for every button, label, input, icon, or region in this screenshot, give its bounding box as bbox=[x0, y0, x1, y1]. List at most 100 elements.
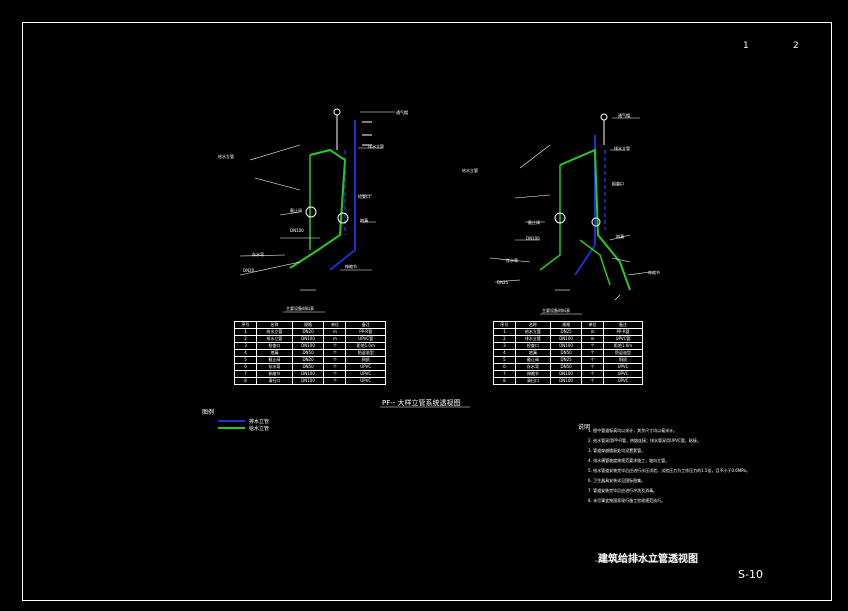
table-cell: 个 bbox=[323, 363, 347, 371]
right-riser-diagram: 通气帽 给水立管 排水立管 检查口 截止阀 地漏 存水弯 伸缩节 DN100 D… bbox=[462, 112, 660, 315]
table-cell: PP-R管 bbox=[345, 328, 386, 336]
column-header: 规格 bbox=[291, 321, 325, 329]
table-cell: DN100 bbox=[549, 342, 583, 350]
table-cell: DN100 bbox=[549, 377, 583, 385]
right-label-trap: 存水弯 bbox=[506, 257, 518, 263]
right-label-cleanout: 检查口 bbox=[612, 180, 624, 186]
note-4: 4. 排水横管坡度按规范要求施工，坡向立管。 bbox=[588, 458, 670, 463]
table-cell: 排水立管 bbox=[256, 335, 293, 343]
table-cell: 个 bbox=[581, 370, 605, 378]
table-cell: DN25 bbox=[549, 356, 583, 364]
table-cell: 检查口 bbox=[514, 342, 551, 350]
right-label-dn-supply: DN25 bbox=[497, 280, 509, 285]
table-cell: UPVC bbox=[603, 370, 643, 378]
table-cell: 1 bbox=[233, 328, 258, 336]
column-header: 序号 bbox=[233, 321, 258, 329]
table-cell: UPVC bbox=[603, 377, 643, 385]
table-cell: 6 bbox=[493, 363, 516, 371]
table-cell: 3 bbox=[493, 342, 516, 350]
table-cell: 2 bbox=[493, 335, 516, 343]
table-cell: DN50 bbox=[549, 363, 583, 371]
table-cell: m bbox=[323, 328, 347, 336]
table-cell: DN100 bbox=[549, 335, 583, 343]
table-cell: DN20 bbox=[291, 356, 325, 364]
table-cell: 4 bbox=[493, 349, 516, 357]
table-cell: 个 bbox=[323, 342, 347, 350]
left-label-expansion: 伸缩节 bbox=[345, 263, 357, 269]
table-cell: 排水立管 bbox=[514, 335, 551, 343]
left-label-cleanout: 检查口 bbox=[358, 193, 370, 199]
notes-title: 说明 bbox=[578, 424, 591, 431]
table-cell: 伸缩节 bbox=[256, 370, 293, 378]
right-label-valve: 截止阀 bbox=[528, 219, 540, 225]
table-cell: 8 bbox=[233, 377, 258, 385]
table-cell: UPVC bbox=[345, 363, 386, 371]
table-cell: 检查口 bbox=[256, 342, 293, 350]
right-label-supply: 给水立管 bbox=[462, 167, 478, 173]
table-cell: DN100 bbox=[291, 377, 325, 385]
table-cell: UPVC bbox=[603, 363, 643, 371]
table-cell: 铜质 bbox=[603, 356, 643, 364]
right-label-vent-cap: 通气帽 bbox=[618, 112, 630, 118]
drawing-title: 建筑给排水立管透视图 bbox=[598, 554, 698, 565]
note-7: 7. 管道安装完毕后应进行冲洗及消毒。 bbox=[588, 488, 658, 493]
note-3: 3. 管道穿越楼板处均设置套管。 bbox=[588, 448, 646, 453]
left-table-caption: 主要设备材料表 bbox=[286, 305, 314, 311]
table-cell: m bbox=[581, 328, 605, 336]
table-cell: 个 bbox=[581, 363, 605, 371]
table-cell: DN100 bbox=[549, 370, 583, 378]
right-table-caption: 主要设备材料表 bbox=[542, 307, 570, 313]
left-label-vent-cap: 通气帽 bbox=[396, 109, 408, 115]
left-label-dn-supply: DN20 bbox=[243, 268, 255, 273]
section-caption: PF-- 大样立管系统透视图 bbox=[382, 399, 461, 407]
table-cell: UPVC bbox=[345, 370, 386, 378]
column-header: 序号 bbox=[493, 321, 516, 329]
table-cell: 3 bbox=[233, 342, 258, 350]
left-label-dn-drain: DN100 bbox=[290, 228, 304, 233]
sheet-number: S-10 bbox=[738, 568, 763, 581]
table-cell: 个 bbox=[581, 377, 605, 385]
table-cell: UPVC管 bbox=[603, 335, 643, 343]
table-cell: UPVC bbox=[345, 377, 386, 385]
table-cell: 个 bbox=[581, 349, 605, 357]
table-cell: 防返溢型 bbox=[345, 349, 386, 357]
table-cell: 个 bbox=[323, 370, 347, 378]
table-cell: 铜质 bbox=[345, 356, 386, 364]
note-1: 1. 图中管道标高均以米计，其余尺寸均以毫米计。 bbox=[588, 428, 678, 433]
table-cell: DN100 bbox=[291, 335, 325, 343]
table-cell: 防返溢型 bbox=[603, 349, 643, 357]
table-cell: m bbox=[581, 335, 605, 343]
table-cell: 给水立管 bbox=[256, 328, 293, 336]
note-2: 2. 给水管采用PP-R管，热熔连接；排水管采用UPVC管，粘接。 bbox=[588, 438, 701, 443]
table-cell: 8 bbox=[493, 377, 516, 385]
table-cell: DN50 bbox=[291, 349, 325, 357]
left-supply-riser bbox=[289, 148, 347, 269]
table-cell: DN100 bbox=[291, 342, 325, 350]
column-header: 单位 bbox=[323, 321, 347, 329]
right-label-floor-drain: 地漏 bbox=[616, 233, 624, 239]
table-cell: 4 bbox=[233, 349, 258, 357]
left-label-trap: 存水弯 bbox=[252, 251, 264, 257]
table-cell: 7 bbox=[233, 370, 258, 378]
legend-label-drain: 排水立管 bbox=[249, 419, 270, 425]
table-cell: 距地1.0m bbox=[345, 342, 386, 350]
note-6: 6. 卫生器具安装详见国标图集。 bbox=[588, 478, 646, 483]
table-header-row: 序号名称规格单位备注 bbox=[493, 321, 643, 329]
table-cell: 7 bbox=[493, 370, 516, 378]
legend-title: 图例 bbox=[202, 409, 215, 416]
table-cell: 5 bbox=[233, 356, 258, 364]
right-supply-riser bbox=[559, 148, 631, 291]
column-header: 规格 bbox=[549, 321, 583, 329]
column-header: 备注 bbox=[603, 321, 643, 329]
